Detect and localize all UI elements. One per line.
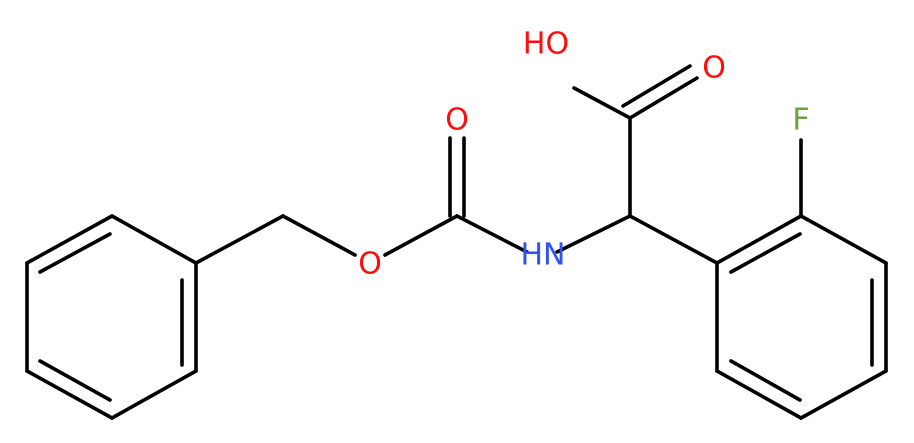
bond	[38, 359, 112, 402]
bond	[555, 214, 632, 254]
bond	[799, 369, 888, 420]
bond	[628, 76, 699, 120]
bond	[455, 214, 529, 254]
bond	[110, 369, 198, 420]
atom-labels: HO O F O HN O	[358, 27, 809, 282]
bond	[799, 214, 888, 265]
bond	[572, 86, 632, 120]
bond	[729, 232, 802, 274]
bond	[25, 369, 114, 420]
bond	[110, 214, 198, 265]
atom-label-carbonyl-oxygen: O	[702, 51, 726, 86]
bond	[628, 214, 719, 265]
bond	[194, 214, 285, 265]
atom-label-carbamate-carbonyl-oxygen: O	[445, 103, 469, 138]
bond	[38, 232, 112, 274]
atom-label-fluorine: F	[792, 103, 809, 138]
bond	[729, 359, 802, 402]
bonds	[25, 64, 888, 420]
bond	[25, 214, 114, 265]
bond	[621, 64, 692, 108]
atom-label-amine: HN	[521, 238, 566, 273]
bond	[281, 214, 357, 257]
atom-label-ester-oxygen: O	[358, 247, 382, 282]
atom-label-hydroxyl: HO	[523, 27, 569, 62]
bond	[383, 214, 459, 257]
bond	[715, 369, 803, 420]
bond	[715, 214, 803, 265]
